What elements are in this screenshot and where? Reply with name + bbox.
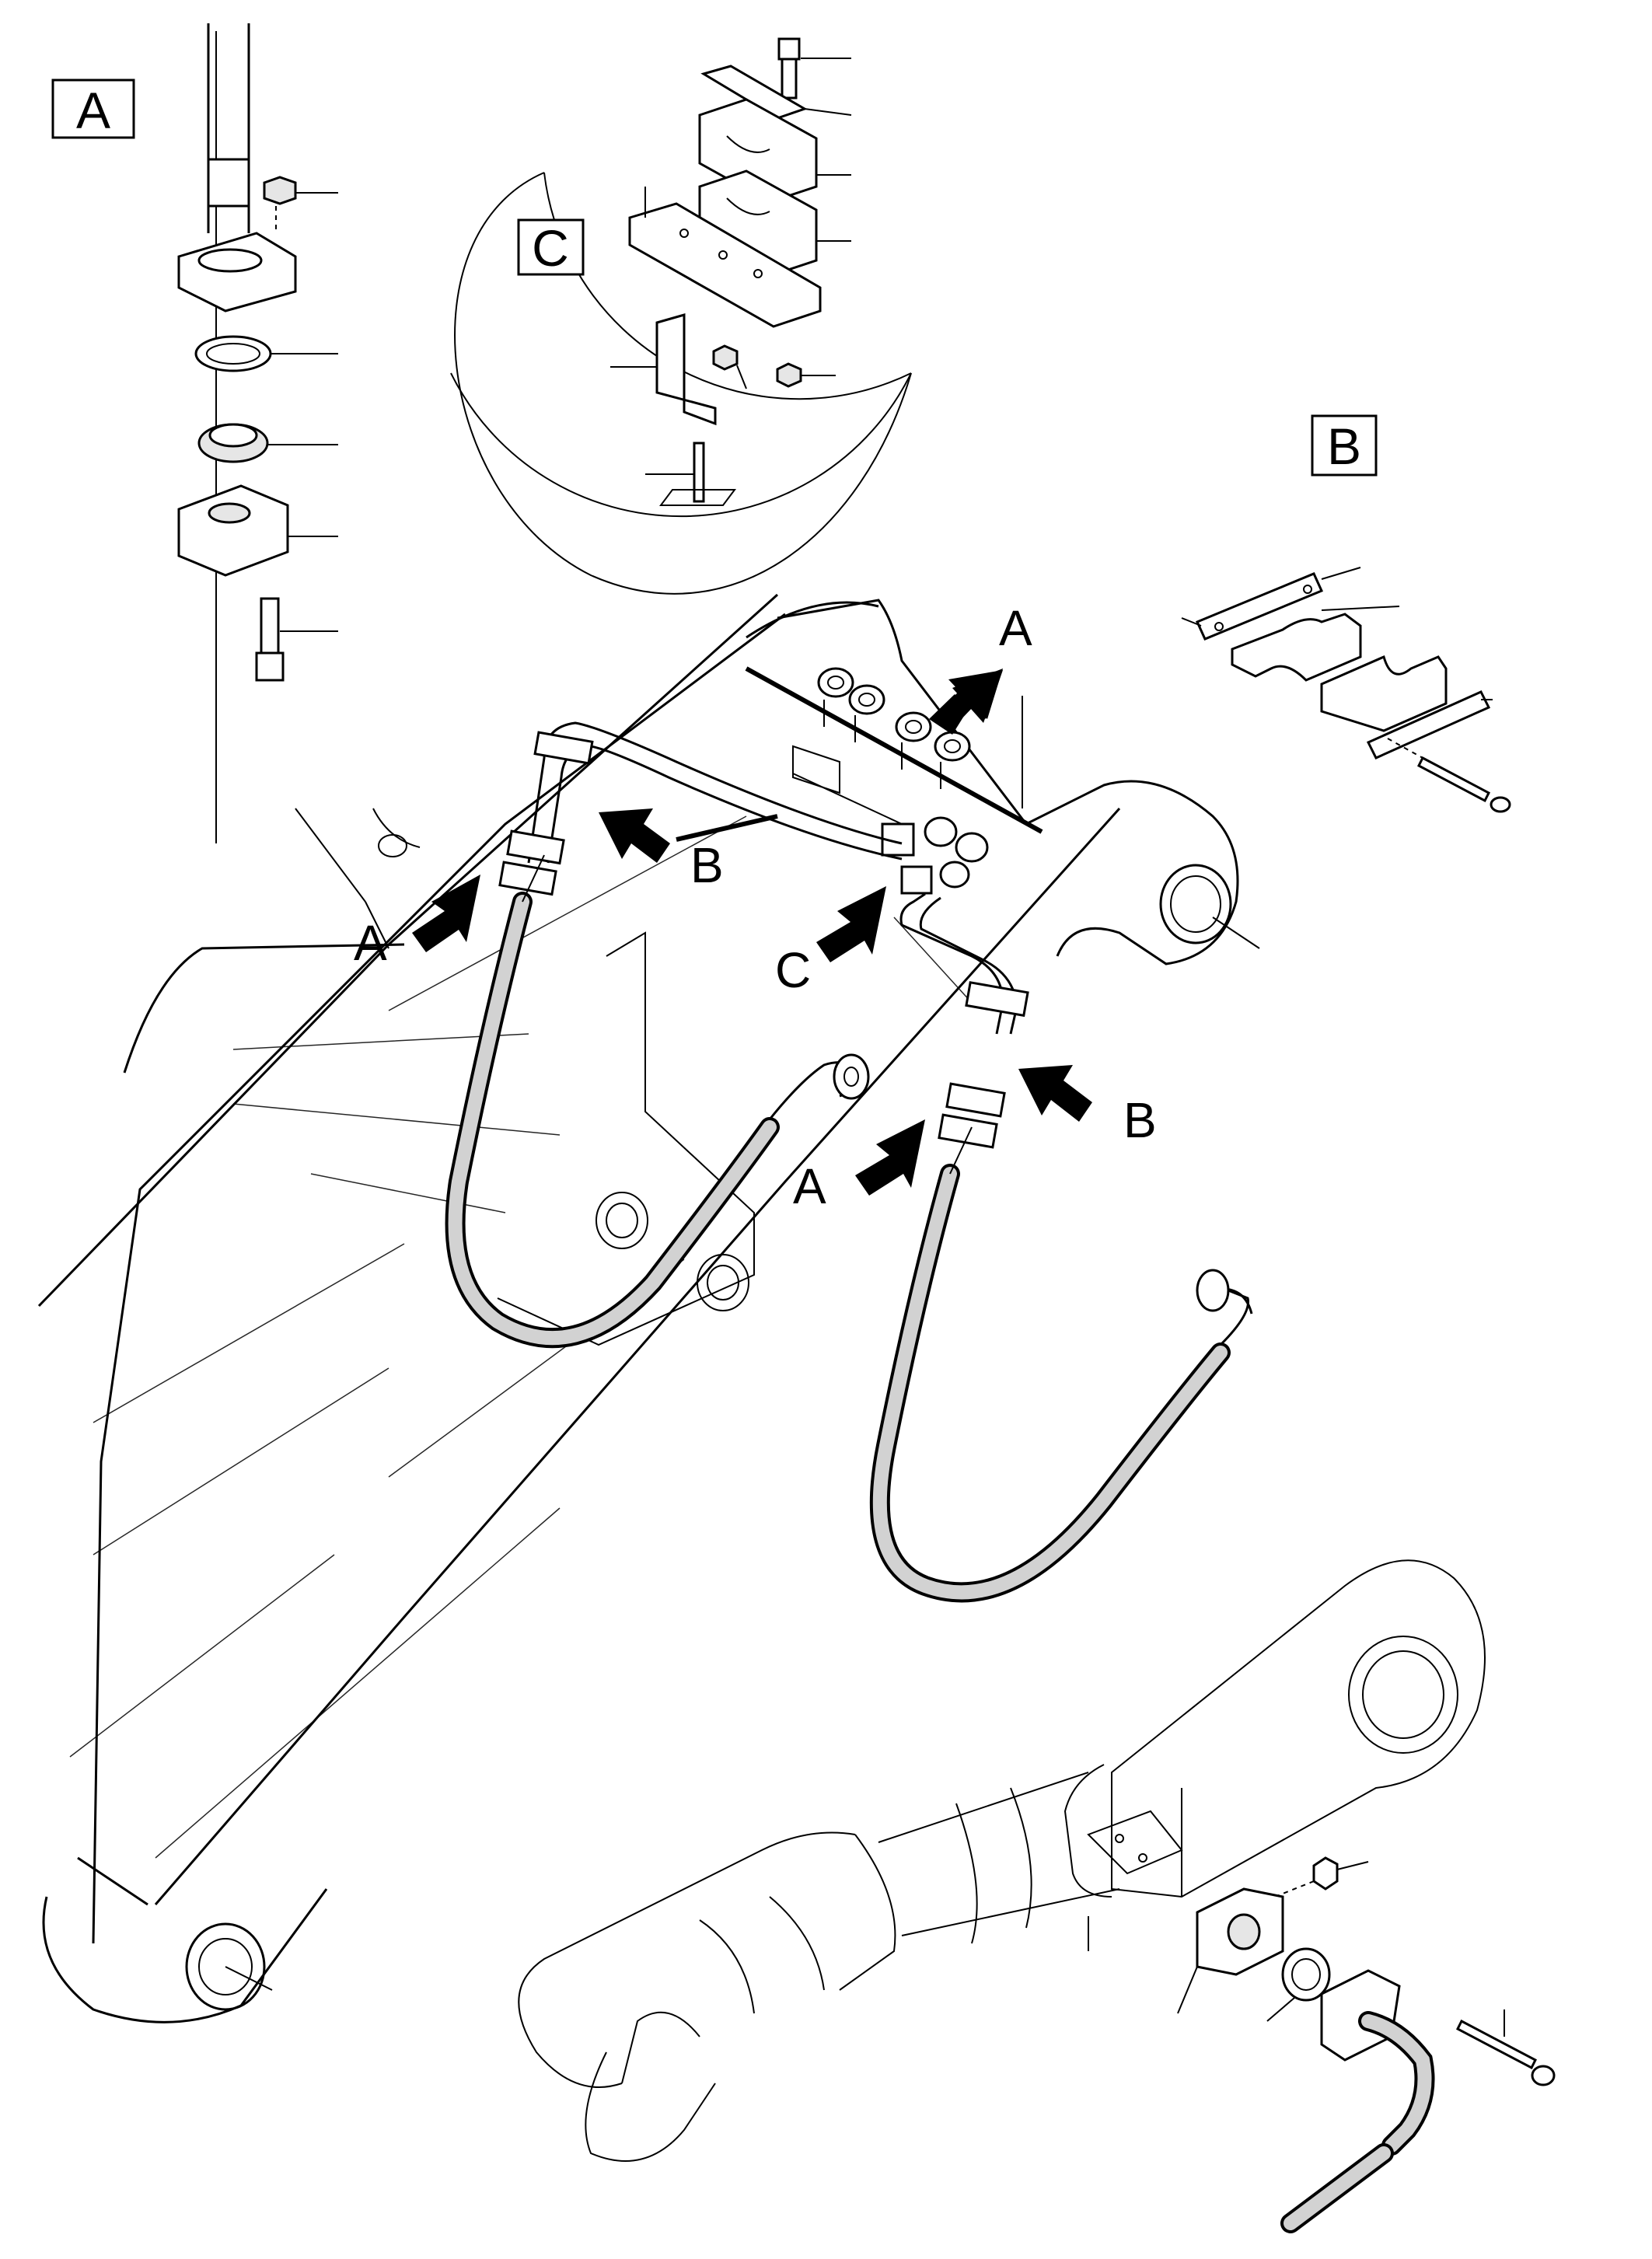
boom-foot — [42, 1888, 328, 2023]
detail-b-bolt — [1417, 756, 1490, 803]
right-hose-end-flange — [1196, 1269, 1230, 1312]
detail-c-bolt-head — [777, 37, 801, 61]
detail-b-label: B — [1327, 417, 1361, 475]
boom-left-edge — [92, 613, 786, 1944]
port-bolt — [1456, 2019, 1537, 2070]
callout-c-center: C — [775, 942, 811, 998]
detail-c-nut-left — [712, 344, 739, 371]
clamp-right-mid — [945, 1082, 1006, 1118]
cylinder-rod-eye — [1348, 1636, 1458, 1754]
left-hose — [445, 892, 780, 1349]
callout-arrows — [412, 669, 1092, 1196]
detail-c-bolt-shank — [781, 58, 798, 100]
detail-a-split-flange — [177, 484, 289, 577]
callout-a-top: A — [999, 600, 1032, 656]
fitting-cluster-center — [881, 816, 989, 895]
hydraulic-lines — [445, 721, 1253, 1603]
boom-gusset — [497, 931, 755, 1346]
fitting-cluster-top — [817, 667, 971, 789]
boom-foot-pin — [185, 1922, 266, 2011]
detail-a-nut — [263, 176, 297, 205]
detail-c-mounting-rail — [628, 202, 822, 328]
detail-c-label-box — [517, 218, 585, 276]
clamp-left-mid — [506, 829, 565, 865]
port-plug — [1312, 1856, 1339, 1891]
clamp-right-low — [938, 1113, 998, 1149]
detail-c-label: C — [532, 219, 569, 277]
boom-head-pin — [1159, 864, 1232, 944]
port-o-ring — [1281, 1947, 1331, 2002]
detail-c-weld-plate — [659, 489, 736, 506]
left-hose-end-flange — [833, 1053, 870, 1100]
detail-c-circle — [454, 172, 912, 595]
detail-a-label: A — [76, 82, 110, 139]
right-hose — [869, 1164, 1231, 1603]
detail-a-flange-bore — [197, 248, 263, 273]
detail-b-label-box — [1311, 414, 1378, 477]
clamp-left-top — [533, 731, 594, 765]
detail-b-plate-lower — [1366, 690, 1491, 759]
callout-b-left: B — [690, 837, 724, 893]
gusset-hole-lower — [697, 1254, 749, 1311]
arrow-b-right — [1018, 1065, 1092, 1122]
arrow-a-right — [855, 1119, 925, 1196]
detail-a-pipe-sleeve — [207, 158, 250, 208]
boom-top-edge — [37, 593, 779, 1308]
clamp-left-low — [498, 861, 557, 896]
arrow-c-center — [816, 886, 886, 962]
callout-b-right: B — [1123, 1092, 1157, 1148]
detail-c-nut-right — [776, 362, 802, 388]
boom-head-outline — [777, 599, 1239, 965]
callout-a-right: A — [793, 1158, 826, 1214]
detail-c-stud — [693, 442, 705, 503]
detail-b-upper-clamp — [1231, 613, 1362, 682]
cylinder-port-flange — [1087, 1810, 1183, 1875]
valve-fittings — [745, 666, 1043, 895]
arrow-b-left — [599, 808, 670, 863]
cylinder-barrel — [518, 1831, 856, 2088]
cylinder-rod-eye-housing — [1111, 1559, 1486, 1898]
detail-b-clamp-view: B — [1181, 414, 1511, 813]
gusset-hole-upper — [595, 1192, 648, 1249]
detail-a-bolt-shank — [260, 597, 280, 658]
callout-a-left: A — [354, 915, 387, 971]
arrow-a-top — [929, 669, 1003, 735]
boom-right-edge — [154, 807, 1121, 1905]
detail-a-label-box — [51, 79, 135, 139]
detail-c-clamp-view: C — [450, 37, 912, 595]
detail-b-lower-clamp — [1320, 655, 1448, 732]
arrow-a-left — [412, 875, 480, 952]
detail-a-exploded-view: A — [51, 23, 338, 843]
detail-b-plate-upper — [1195, 572, 1324, 641]
detail-a-bolt-head — [255, 651, 285, 682]
callout-letters: A B A C B A — [354, 600, 1157, 1214]
detail-c-bracket — [655, 313, 717, 426]
hydraulic-cylinder — [518, 1559, 1486, 2162]
boom-body — [37, 593, 1260, 2023]
cylinder-port-parts — [1177, 1856, 1556, 2233]
clamp-right-top — [965, 981, 1029, 1018]
